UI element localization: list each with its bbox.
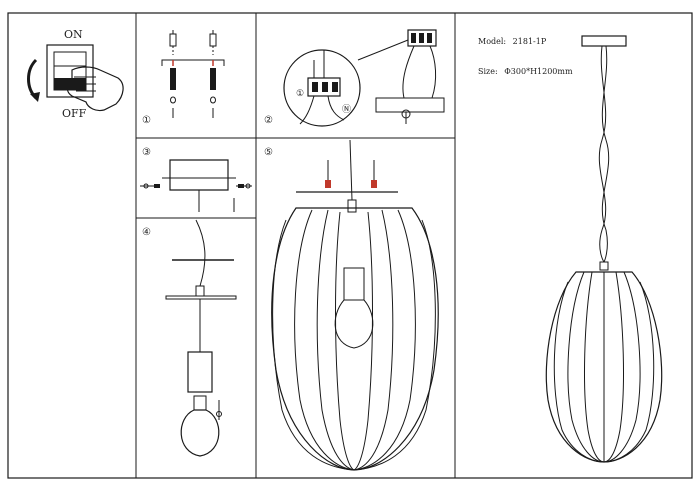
- panel-power-switch: ON OFF: [27, 28, 124, 120]
- panel-grid: [7, 12, 693, 479]
- power-switch-icon: [46, 44, 94, 98]
- panel-step-4: ④: [142, 219, 237, 457]
- screw-icon: [169, 30, 217, 55]
- model-label: Model:: [478, 37, 506, 46]
- light-bulb-icon: [180, 395, 220, 457]
- svg-text:Model: 2181-1P: Model: 2181-1P: [478, 37, 547, 46]
- panel-step-1: ①: [142, 30, 225, 126]
- off-label: OFF: [62, 107, 87, 120]
- on-label: ON: [64, 28, 83, 41]
- step-3-number: ③: [142, 147, 151, 158]
- size-value: Φ300*H1200mm: [504, 67, 573, 76]
- step-4-number: ④: [142, 227, 151, 238]
- svg-text:①: ①: [296, 89, 304, 99]
- panel-step-2: ② ① Ⓝ: [264, 29, 445, 127]
- model-value: 2181-1P: [513, 37, 547, 46]
- panel-step-5: ⑤: [264, 139, 439, 471]
- rotate-arrow-icon: [27, 58, 40, 102]
- step-1-number: ①: [142, 115, 151, 126]
- panel-spec: Model: 2181-1P Size: Φ300*H1200mm: [478, 35, 663, 463]
- wire-connector-icon: [299, 50, 345, 125]
- svg-text:Size: Φ300*H1200mm: Size: Φ300*H1200mm: [478, 67, 573, 76]
- hand-icon: [66, 66, 124, 112]
- svg-text:Ⓝ: Ⓝ: [342, 104, 351, 115]
- panel-step-3: ③: [140, 147, 252, 212]
- size-label: Size:: [478, 67, 498, 76]
- step-2-number: ②: [264, 115, 273, 126]
- step-5-number: ⑤: [264, 147, 273, 158]
- ground-symbol-icon: [401, 109, 411, 124]
